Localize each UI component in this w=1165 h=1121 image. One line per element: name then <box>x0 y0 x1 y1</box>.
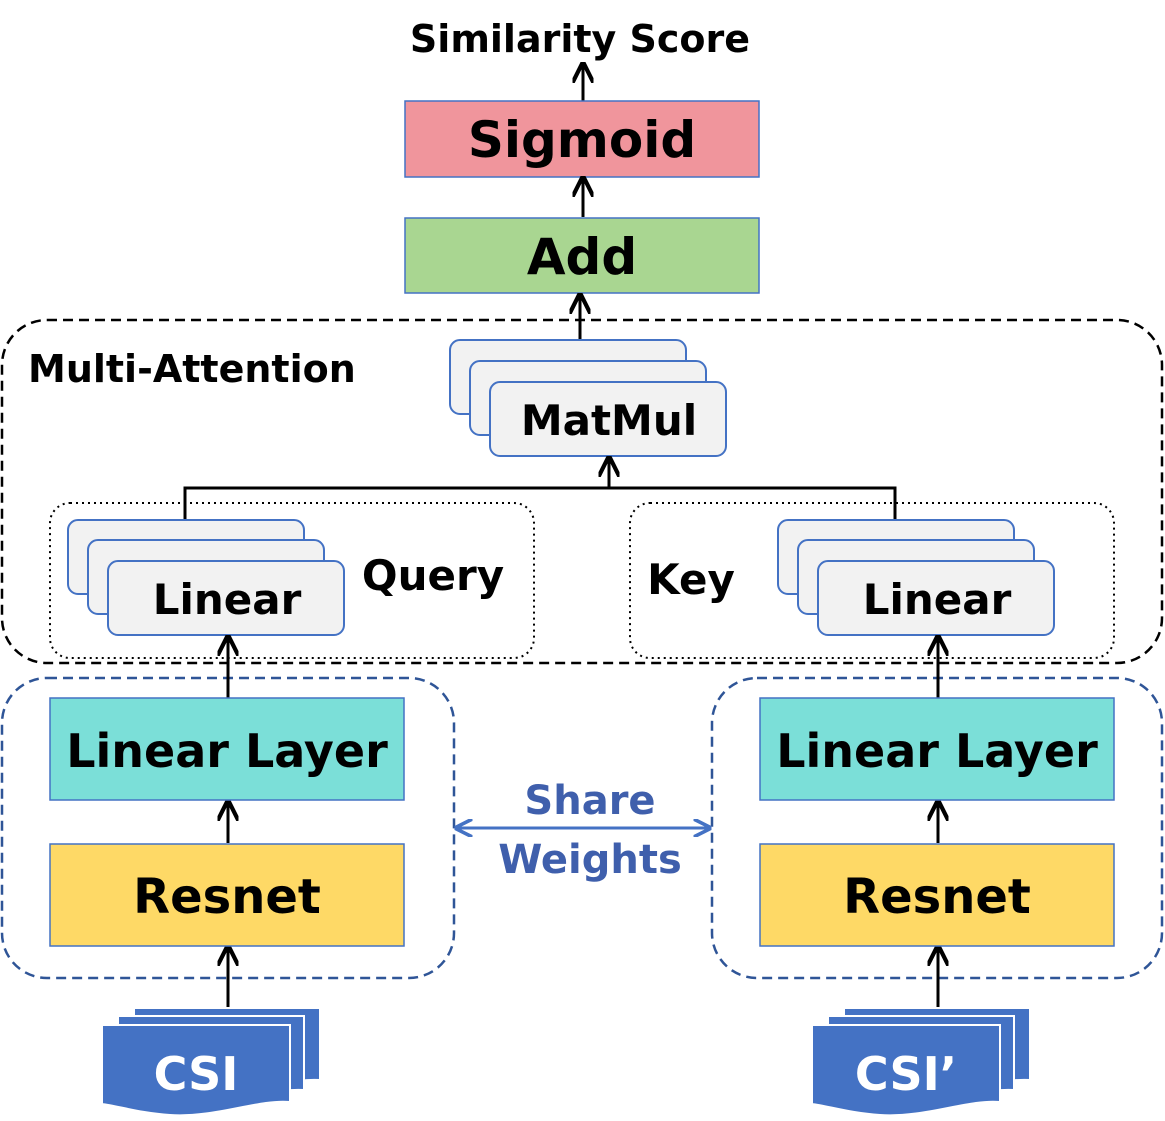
query-label: Query <box>362 551 504 600</box>
add-box <box>404 217 760 294</box>
csi-input-right-icon <box>811 1007 1031 1117</box>
right-linear-layer-box <box>759 697 1115 801</box>
matmul-label: MatMul <box>521 396 697 445</box>
right-resnet-label: Resnet <box>843 869 1031 925</box>
share-weights-label-line2: Weights <box>498 837 682 883</box>
right-linear-layer-label: Linear Layer <box>776 724 1098 778</box>
sigmoid-label: Sigmoid <box>468 111 696 169</box>
share-weights-label-line1: Share <box>524 778 655 824</box>
csi-input-left-label: CSI <box>154 1047 239 1101</box>
similarity-score-label: Similarity Score <box>410 17 750 61</box>
add-label: Add <box>527 228 637 286</box>
query-group <box>49 502 535 659</box>
left-resnet-label: Resnet <box>133 869 321 925</box>
left-linear-layer-label: Linear Layer <box>66 724 388 778</box>
multi-attention-group <box>0 318 1164 665</box>
key-linear-stack <box>777 519 1055 636</box>
key-label: Key <box>647 555 735 604</box>
matmul-stack <box>449 339 727 457</box>
query-linear-stack <box>67 519 345 636</box>
left-resnet-box <box>49 843 405 947</box>
query-linear-label: Linear <box>153 575 302 624</box>
csi-input-right-label: CSI’ <box>855 1047 957 1101</box>
right-resnet-box <box>759 843 1115 947</box>
csi-input-left-icon <box>101 1007 321 1117</box>
left-linear-layer-box <box>49 697 405 801</box>
key-linear-label: Linear <box>863 575 1012 624</box>
key-group <box>629 502 1115 659</box>
multi-attention-label: Multi-Attention <box>28 347 356 391</box>
